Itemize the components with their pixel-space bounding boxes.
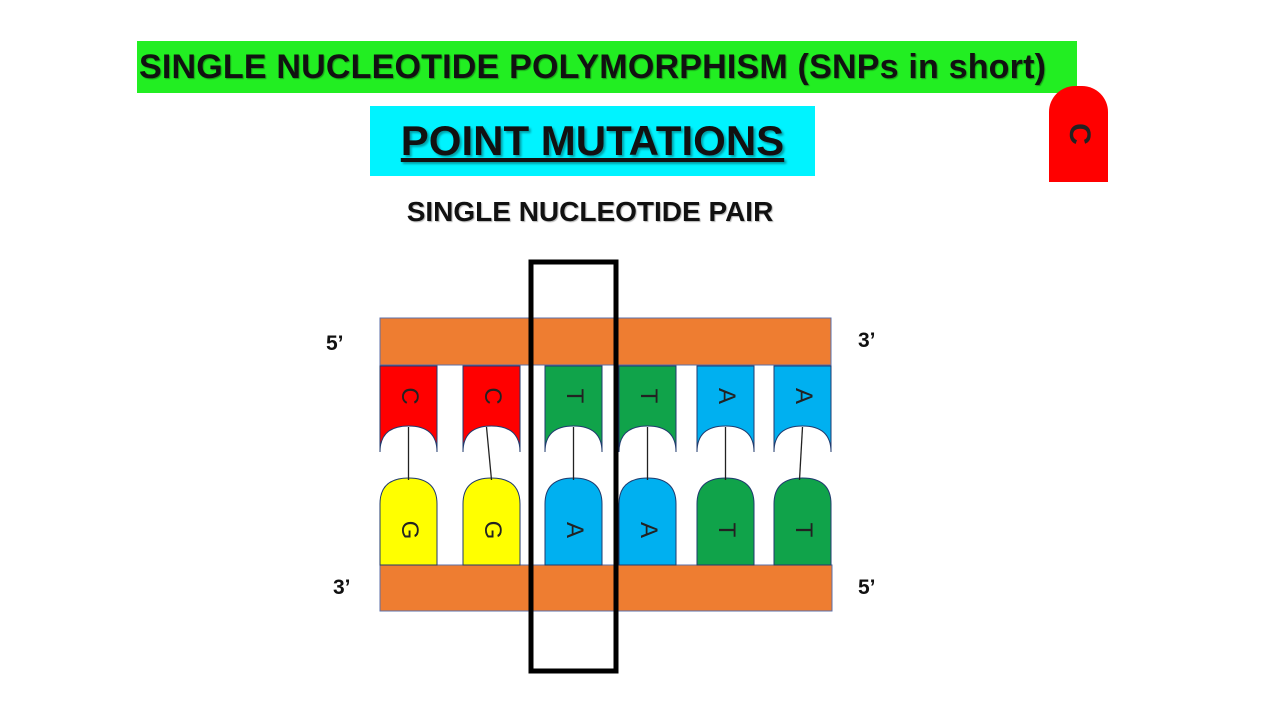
top-left-end-label: 5’ — [326, 332, 344, 355]
highlight-box — [528, 259, 619, 674]
bottom-base-letter: A — [635, 522, 662, 538]
floating-nucleotide: C — [1049, 86, 1108, 182]
top-base-letter: C — [479, 387, 506, 404]
top-base-shape — [696, 365, 755, 453]
pair-heading: SINGLE NUCLEOTIDE PAIR — [406, 196, 774, 227]
bottom-backbone — [379, 564, 833, 612]
bottom-base-2: G — [462, 477, 521, 566]
top-backbone — [379, 317, 832, 366]
top-base-5: A — [696, 365, 755, 453]
bottom-base-letter: T — [713, 523, 740, 538]
bottom-base-6: T — [773, 477, 832, 566]
top-base-shape — [773, 365, 832, 453]
bottom-base-letter: G — [396, 521, 423, 540]
bottom-base-3: A — [544, 477, 603, 566]
subtitle-banner: POINT MUTATIONS — [370, 106, 815, 176]
top-base-letter: C — [396, 387, 423, 404]
bottom-base-shape — [696, 477, 755, 566]
top-base-shape — [618, 365, 677, 453]
bottom-left-end-label: 3’ — [333, 576, 351, 599]
top-base-letter: T — [561, 389, 588, 404]
top-base-letter: T — [635, 389, 662, 404]
bottom-right-end-label: 5’ — [858, 576, 876, 599]
top-base-1: C — [379, 365, 438, 453]
title-banner: SINGLE NUCLEOTIDE POLYMORPHISM (SNPs in … — [137, 41, 1077, 93]
top-base-shape — [379, 365, 438, 453]
bond-line — [798, 426, 804, 481]
bottom-base-4: A — [618, 477, 677, 566]
bottom-base-letter: T — [790, 523, 817, 538]
hydrogen-bonds — [407, 426, 804, 481]
top-right-end-label: 3’ — [858, 329, 876, 352]
top-base-letter: A — [713, 388, 740, 404]
top-base-letter: A — [790, 388, 817, 404]
top-base-shape — [544, 365, 603, 453]
top-base-shape — [462, 365, 521, 453]
bottom-base-5: T — [696, 477, 755, 566]
bottom-base-shape — [773, 477, 832, 566]
bottom-base-1: G — [379, 477, 438, 566]
bottom-base-letter: G — [479, 521, 506, 540]
top-base-2: C — [462, 365, 521, 453]
bond-line — [485, 426, 493, 481]
top-base-6: A — [773, 365, 832, 453]
top-base-3: T — [544, 365, 603, 453]
bottom-base-letter: A — [561, 522, 588, 538]
top-base-4: T — [618, 365, 677, 453]
